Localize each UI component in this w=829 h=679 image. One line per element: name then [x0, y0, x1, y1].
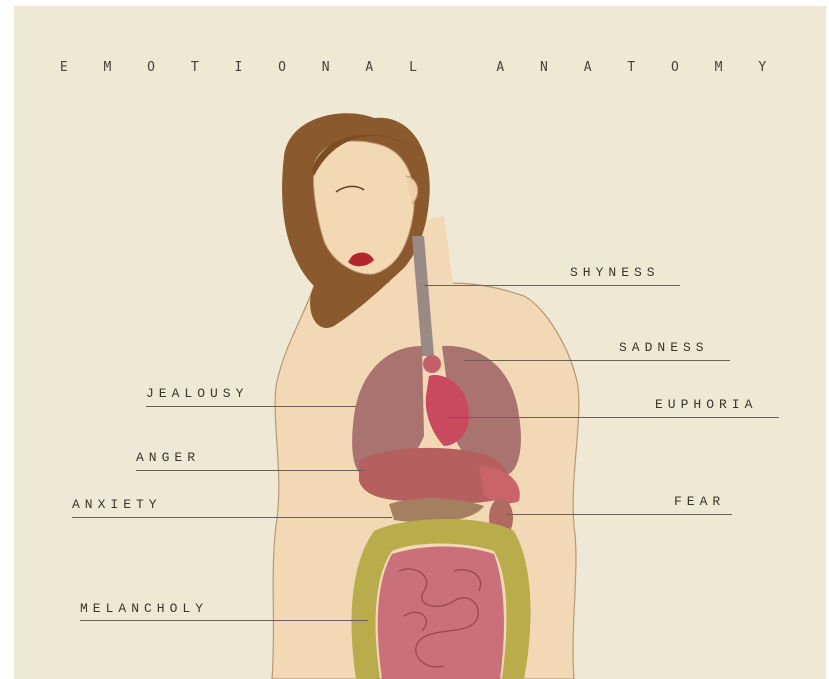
label-sadness: SADNESS: [619, 340, 709, 355]
thyroid: [423, 355, 441, 373]
label-melancholy: MELANCHOLY: [80, 601, 208, 616]
small-intestine: [378, 547, 504, 679]
label-anxiety: ANXIETY: [72, 497, 162, 512]
label-jealousy: JEALOUSY: [146, 386, 248, 401]
label-euphoria: EUPHORIA: [655, 397, 757, 412]
leader-anxiety: [72, 517, 392, 518]
leader-jealousy: [146, 406, 356, 407]
label-shyness: SHYNESS: [570, 265, 660, 280]
leader-melancholy: [80, 620, 368, 621]
leader-euphoria: [446, 417, 779, 418]
poster-title: E M O T I O N A L A N A T O M Y: [14, 60, 826, 75]
leader-anger: [136, 470, 366, 471]
label-anger: ANGER: [136, 450, 200, 465]
label-fear: FEAR: [674, 494, 725, 509]
leader-fear: [506, 514, 732, 515]
leader-sadness: [464, 360, 730, 361]
poster: E M O T I O N A L A N A T O M Y SHYNESS …: [14, 6, 826, 679]
leader-shyness: [424, 285, 680, 286]
